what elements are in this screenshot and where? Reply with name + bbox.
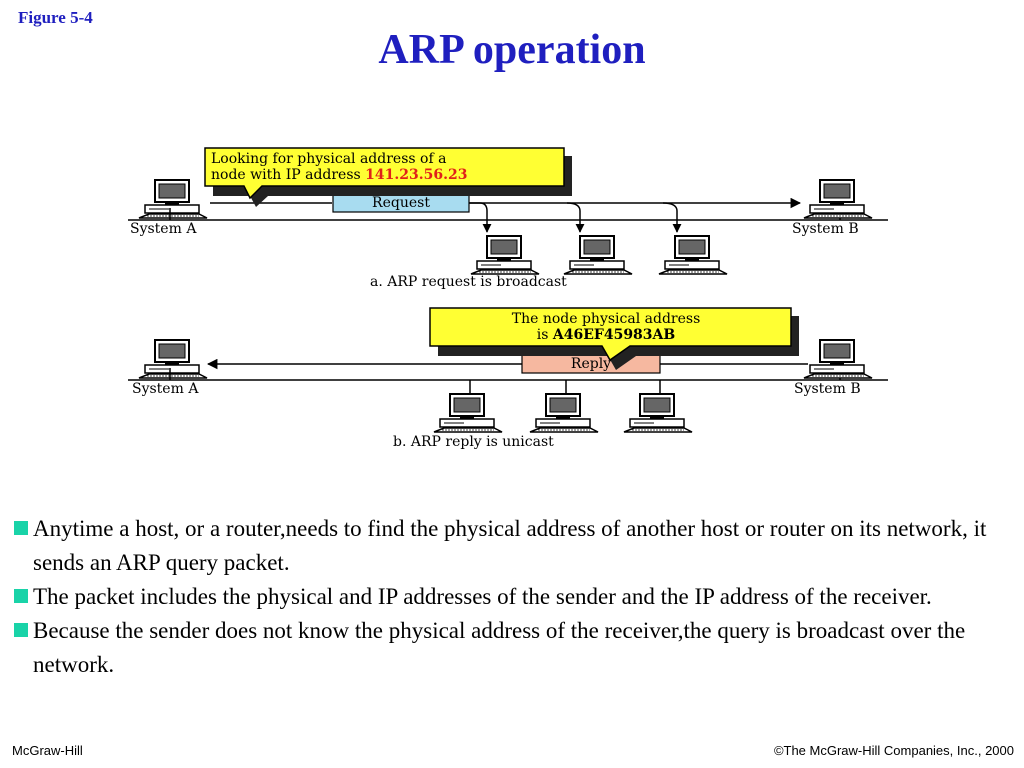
arp-diagram: Request System A System B a. ARP request…: [128, 147, 888, 450]
computer-icon: [563, 235, 633, 275]
reply-callout: [429, 307, 792, 362]
callout-a-line1: Looking for physical address of a: [211, 151, 446, 167]
computer-icon: [529, 393, 599, 433]
page-title: ARP operation: [378, 27, 646, 73]
computer-icon: [658, 235, 728, 275]
request-label: Request: [372, 195, 430, 211]
computer-icon: [623, 393, 693, 433]
system-a-label: System A: [130, 221, 197, 237]
bullet-text: Because the sender does not know the phy…: [33, 618, 966, 677]
arrow-icon: [566, 202, 585, 233]
callout-b-line1: The node physical address: [512, 311, 701, 327]
callout-ip-address: 141.23.56.23: [365, 167, 467, 183]
reply-label: Reply: [571, 356, 611, 372]
caption-b: b. ARP reply is unicast: [393, 434, 554, 450]
computer-icon: [433, 393, 503, 433]
bullet-square-icon: [14, 589, 28, 603]
bullet-square-icon: [14, 521, 28, 535]
footer-publisher: McGraw-Hill: [12, 743, 83, 758]
request-callout: [204, 147, 565, 200]
footer-copyright: ©The McGraw-Hill Companies, Inc., 2000: [773, 743, 1014, 758]
svg-text:node with IP address 141.23.56: node with IP address 141.23.56.23: [211, 167, 467, 183]
system-a-label: System A: [132, 381, 199, 397]
system-b-label: System B: [792, 221, 859, 237]
bullet-square-icon: [14, 623, 28, 637]
bullet-text: Anytime a host, or a router,needs to fin…: [33, 516, 987, 575]
bullet-text: The packet includes the physical and IP …: [33, 584, 932, 609]
callout-a-line2: node with IP address: [211, 167, 365, 183]
system-b-label: System B: [794, 381, 861, 397]
part-a-request-broadcast: Request System A System B a. ARP request…: [128, 147, 888, 290]
computer-icon: [138, 339, 208, 379]
caption-a: a. ARP request is broadcast: [370, 274, 567, 290]
figure-label: Figure 5-4: [18, 8, 93, 27]
computer-icon: [470, 235, 540, 275]
list-item: The packet includes the physical and IP …: [14, 580, 1019, 614]
svg-text:is A46EF45983AB: is A46EF45983AB: [537, 327, 676, 343]
computer-icon: [138, 179, 208, 219]
arrow-icon: [662, 202, 682, 233]
callout-mac-address: A46EF45983AB: [552, 327, 676, 343]
list-item: Because the sender does not know the phy…: [14, 614, 1019, 682]
list-item: Anytime a host, or a router,needs to fin…: [14, 512, 1019, 580]
part-b-reply-unicast: Reply System A System B b. ARP reply is …: [128, 307, 888, 450]
computer-icon: [803, 179, 873, 219]
callout-b-line2: is: [537, 327, 553, 343]
bullet-list: Anytime a host, or a router,needs to fin…: [14, 512, 1019, 682]
arrow-icon: [469, 202, 492, 233]
computer-icon: [803, 339, 873, 379]
